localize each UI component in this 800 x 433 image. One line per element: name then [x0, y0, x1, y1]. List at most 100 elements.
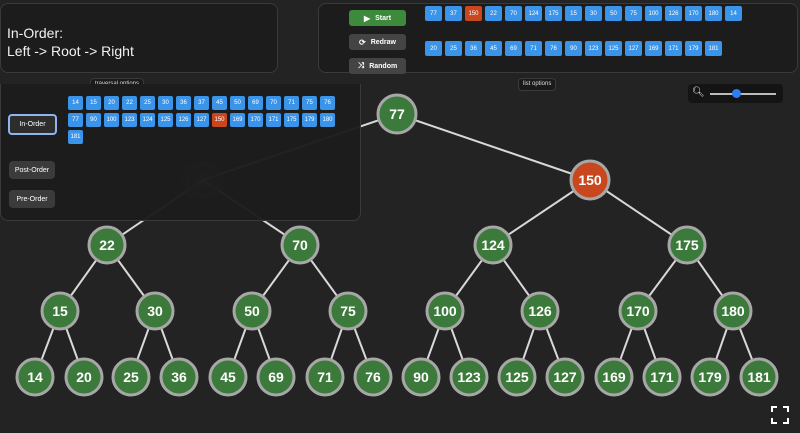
- list-chip: 150: [465, 6, 482, 21]
- list-chip: 69: [505, 41, 522, 56]
- tree-node[interactable]: 179: [690, 357, 730, 397]
- tree-node-value: 90: [413, 369, 429, 385]
- tree-node[interactable]: 124: [473, 225, 513, 265]
- tree-node[interactable]: 77: [376, 93, 418, 135]
- tree-node[interactable]: 126: [520, 291, 560, 331]
- list-chip: 15: [565, 6, 582, 21]
- traversal-chip: 127: [194, 113, 209, 127]
- tree-node[interactable]: 22: [87, 225, 127, 265]
- tree-node-value: 75: [340, 303, 356, 319]
- tree-node[interactable]: 14: [15, 357, 55, 397]
- tree-node[interactable]: 150: [569, 159, 611, 201]
- postorder-button[interactable]: Post-Order: [9, 161, 55, 179]
- zoom-slider-handle[interactable]: [731, 89, 741, 98]
- tree-node-value: 76: [365, 369, 381, 385]
- tree-node[interactable]: 71: [305, 357, 345, 397]
- tree-node[interactable]: 50: [232, 291, 272, 331]
- tree-node[interactable]: 180: [713, 291, 753, 331]
- traversal-chip: 30: [158, 96, 173, 110]
- list-chip: 175: [545, 6, 562, 21]
- list-chip: 100: [645, 6, 662, 21]
- tree-node[interactable]: 175: [667, 225, 707, 265]
- traversal-chip: 77: [68, 113, 83, 127]
- traversal-chip: 70: [266, 96, 281, 110]
- traversal-chip: 100: [104, 113, 119, 127]
- tree-node[interactable]: 36: [159, 357, 199, 397]
- list-options-tag: list options: [518, 78, 557, 91]
- traversal-chip: 75: [302, 96, 317, 110]
- tree-node[interactable]: 181: [739, 357, 779, 397]
- fullscreen-icon[interactable]: [770, 405, 790, 425]
- start-button[interactable]: ▶ Start: [349, 10, 406, 26]
- traversal-order-description: Left -> Root -> Right: [7, 43, 134, 59]
- inorder-button[interactable]: In-Order: [8, 114, 57, 135]
- list-chip: 127: [625, 41, 642, 56]
- list-chip: 20: [425, 41, 442, 56]
- traversal-chip: 45: [212, 96, 227, 110]
- tree-node[interactable]: 100: [425, 291, 465, 331]
- tree-node[interactable]: 75: [328, 291, 368, 331]
- traversal-chip: 179: [302, 113, 317, 127]
- traversal-chip: 150: [212, 113, 227, 127]
- tree-node[interactable]: 15: [40, 291, 80, 331]
- tree-node-value: 71: [317, 369, 333, 385]
- tree-node[interactable]: 76: [353, 357, 393, 397]
- tree-node[interactable]: 69: [256, 357, 296, 397]
- traversal-chip: 175: [284, 113, 299, 127]
- list-chip: 181: [705, 41, 722, 56]
- tree-node[interactable]: 127: [545, 357, 585, 397]
- tree-node[interactable]: 30: [135, 291, 175, 331]
- tree-node-value: 70: [292, 237, 308, 253]
- random-button[interactable]: ⤨ Random: [349, 58, 406, 74]
- traversal-info-panel: In-Order: Left -> Root -> Right: [0, 3, 278, 73]
- tree-node[interactable]: 90: [401, 357, 441, 397]
- traversal-chip: 125: [158, 113, 173, 127]
- traversal-chip: 20: [104, 96, 119, 110]
- tree-node-value: 100: [433, 303, 457, 319]
- start-label: Start: [375, 14, 392, 22]
- tree-node[interactable]: 171: [642, 357, 682, 397]
- list-chip: 90: [565, 41, 582, 56]
- traversal-chip: 180: [320, 113, 335, 127]
- list-chip: 125: [605, 41, 622, 56]
- tree-node-value: 77: [389, 106, 405, 122]
- traversal-title: In-Order:: [7, 25, 64, 41]
- traversal-chip: 36: [176, 96, 191, 110]
- tree-node[interactable]: 45: [208, 357, 248, 397]
- tree-node[interactable]: 170: [618, 291, 658, 331]
- tree-node[interactable]: 70: [280, 225, 320, 265]
- tree-node-value: 69: [268, 369, 284, 385]
- tree-node-value: 14: [27, 369, 43, 385]
- tree-node-value: 123: [457, 369, 481, 385]
- list-chip: 71: [525, 41, 542, 56]
- tree-node-value: 25: [123, 369, 139, 385]
- tree-node-value: 171: [650, 369, 674, 385]
- traversal-chip: 22: [122, 96, 137, 110]
- traversal-chip: 71: [284, 96, 299, 110]
- tree-node[interactable]: 169: [594, 357, 634, 397]
- tree-node[interactable]: 123: [449, 357, 489, 397]
- traversal-chip: 124: [140, 113, 155, 127]
- zoom-slider[interactable]: [710, 89, 776, 98]
- list-chip: 179: [685, 41, 702, 56]
- traversal-chip: 50: [230, 96, 245, 110]
- tree-node-value: 150: [578, 172, 602, 188]
- traversal-chip: 169: [230, 113, 245, 127]
- magnifier-icon: 🔍︎: [692, 87, 705, 98]
- tree-node-value: 36: [171, 369, 187, 385]
- tree-node[interactable]: 125: [497, 357, 537, 397]
- tree-node-value: 20: [76, 369, 92, 385]
- list-chip: 124: [525, 6, 542, 21]
- list-chip: 14: [725, 6, 742, 21]
- preorder-button[interactable]: Pre-Order: [9, 190, 55, 208]
- tree-node[interactable]: 25: [111, 357, 151, 397]
- tree-node[interactable]: 20: [64, 357, 104, 397]
- list-chip: 22: [485, 6, 502, 21]
- traversal-chip: 90: [86, 113, 101, 127]
- redraw-button[interactable]: ⟳ Redraw: [349, 34, 406, 50]
- traversal-chip: 171: [266, 113, 281, 127]
